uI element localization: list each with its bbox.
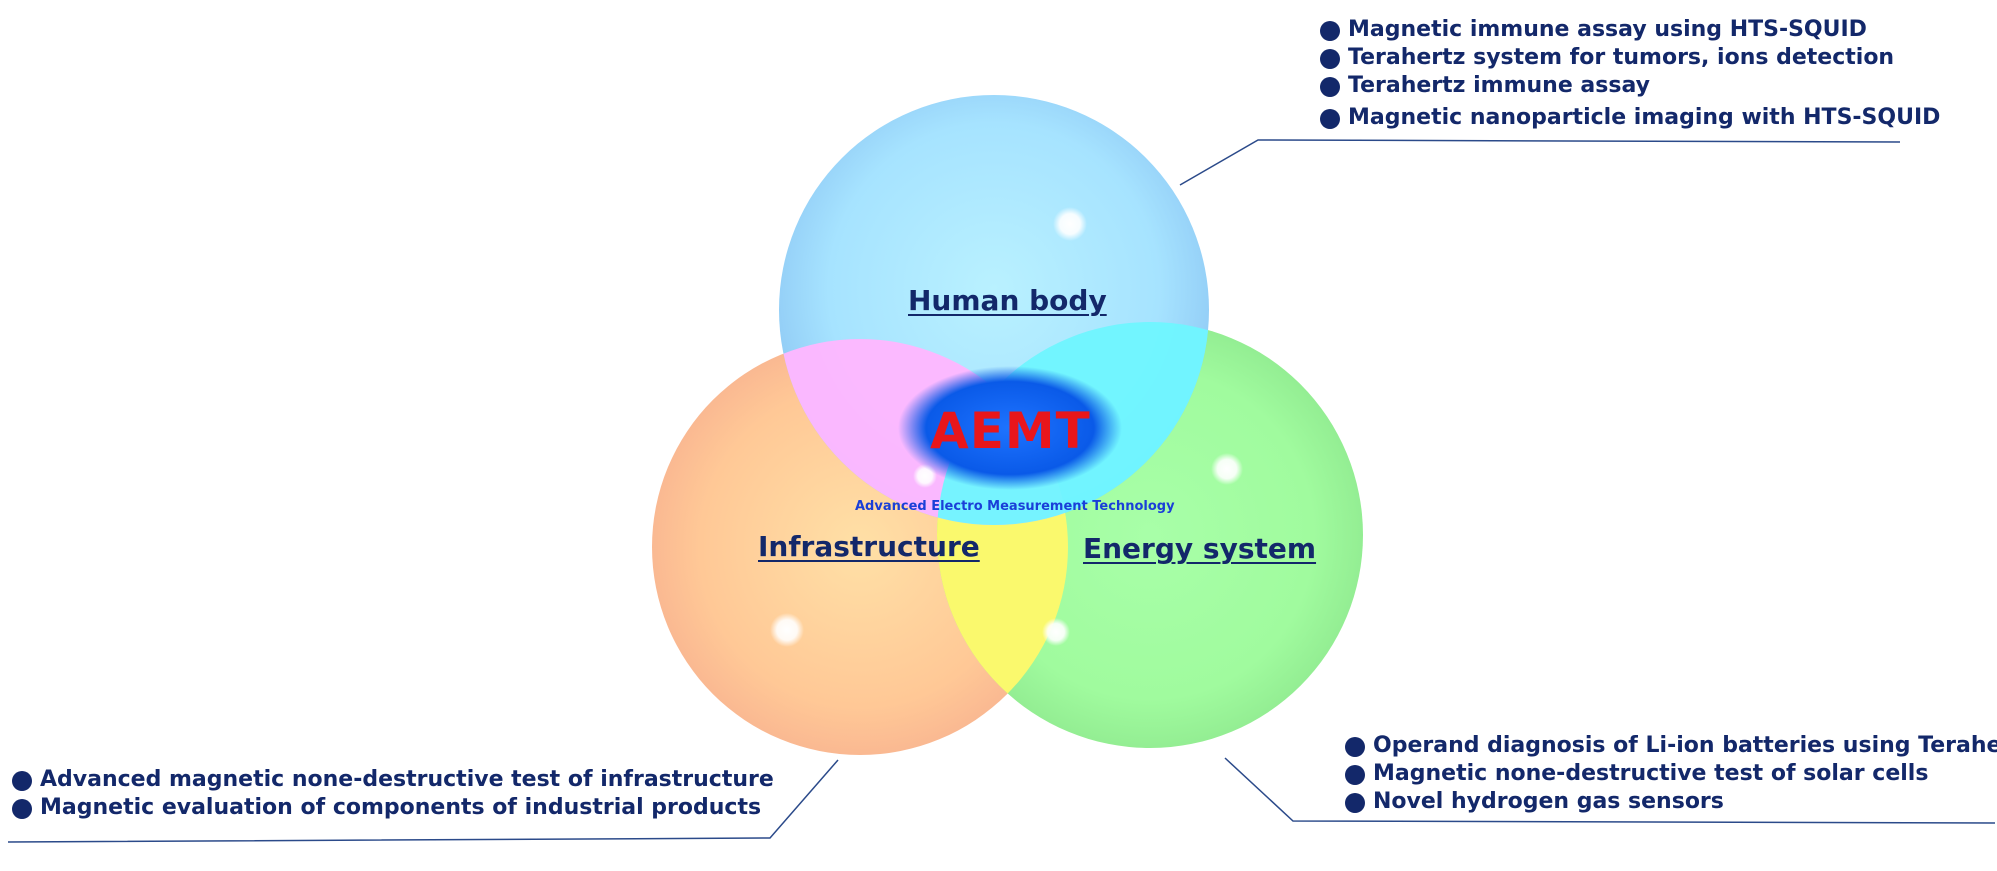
list-item-text: Advanced magnetic none-destructive test … <box>40 767 774 792</box>
list-item-text: Magnetic nanoparticle imaging with HTS-S… <box>1348 105 1941 130</box>
highlight-energy <box>1211 453 1243 485</box>
bullet-icon <box>1345 793 1365 813</box>
bullet-icon <box>1320 109 1340 129</box>
list-item: Operand diagnosis of Li-ion batteries us… <box>1345 732 1997 760</box>
list-item-text: Novel hydrogen gas sensors <box>1373 789 1724 814</box>
connector-line-human-body <box>1179 139 1901 186</box>
connector-line-energy-system <box>1224 757 1996 824</box>
energy-system-list: Operand diagnosis of Li-ion batteries us… <box>1345 732 1997 816</box>
bullet-icon <box>12 771 32 791</box>
bullet-icon <box>1345 737 1365 757</box>
highlight-center-bottom <box>1042 618 1070 646</box>
list-item-text: Terahertz immune assay <box>1348 73 1650 98</box>
list-item: Novel hydrogen gas sensors <box>1345 788 1997 816</box>
list-item-text: Terahertz system for tumors, ions detect… <box>1348 45 1895 70</box>
list-item: Magnetic immune assay using HTS-SQUID <box>1320 16 1940 44</box>
highlight-human <box>1053 207 1087 241</box>
bullet-icon <box>1320 49 1340 69</box>
center-acronym: AEMT <box>930 402 1091 460</box>
list-item-text: Magnetic immune assay using HTS-SQUID <box>1348 17 1867 42</box>
list-item: Magnetic none-destructive test of solar … <box>1345 760 1997 788</box>
list-item: Terahertz immune assay <box>1320 72 1940 100</box>
connector-line-infrastructure <box>7 759 839 843</box>
infrastructure-list: Advanced magnetic none-destructive test … <box>12 766 774 822</box>
label-infrastructure: Infrastructure <box>758 530 980 563</box>
bullet-icon <box>12 799 32 819</box>
highlight-infra <box>770 613 804 647</box>
list-item-text: Operand diagnosis of Li-ion batteries us… <box>1373 733 1997 758</box>
label-human-body: Human body <box>908 284 1107 317</box>
center-subtitle: Advanced Electro Measurement Technology <box>855 499 1175 514</box>
list-item: Terahertz system for tumors, ions detect… <box>1320 44 1940 72</box>
bullet-icon <box>1320 21 1340 41</box>
list-item-text: Magnetic evaluation of components of ind… <box>40 795 762 820</box>
label-energy-system: Energy system <box>1083 532 1317 565</box>
bullet-icon <box>1345 765 1365 785</box>
overlap-human-infra <box>779 339 1068 525</box>
bullet-icon <box>1320 77 1340 97</box>
list-item: Advanced magnetic none-destructive test … <box>12 766 774 794</box>
list-item-text: Magnetic none-destructive test of solar … <box>1373 761 1929 786</box>
center-ellipse <box>898 366 1122 490</box>
list-item: Magnetic evaluation of components of ind… <box>12 794 774 822</box>
list-item: Magnetic nanoparticle imaging with HTS-S… <box>1320 104 1940 132</box>
human-body-list: Magnetic immune assay using HTS-SQUID Te… <box>1320 16 1940 132</box>
